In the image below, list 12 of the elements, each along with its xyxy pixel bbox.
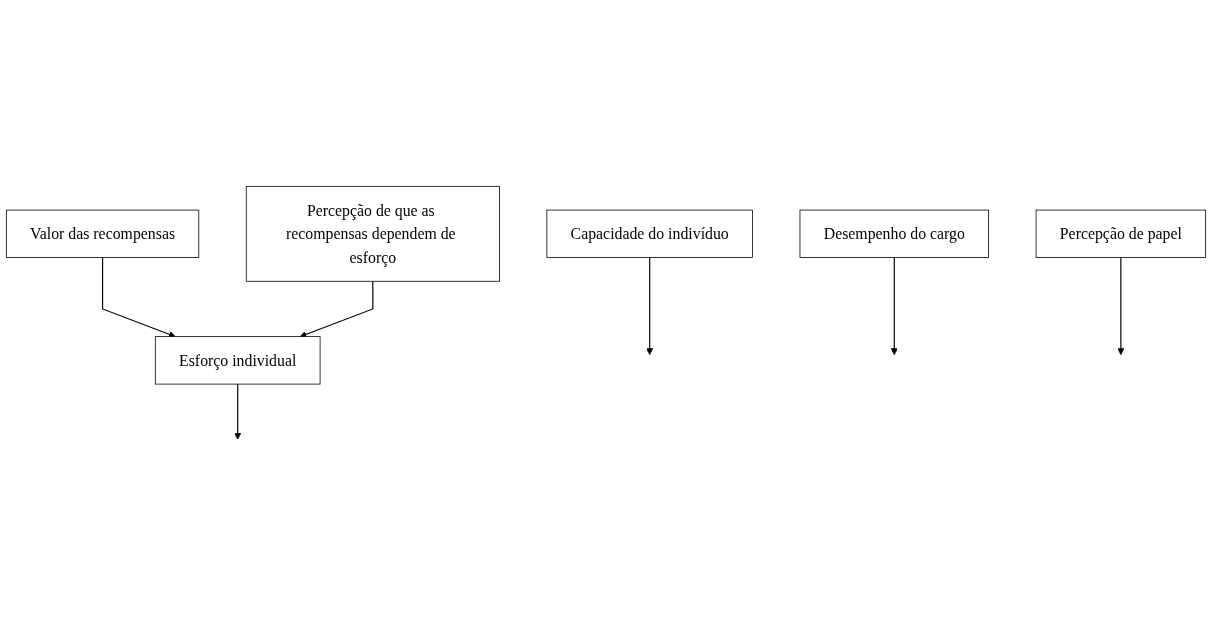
arrow [890, 256, 898, 355]
arrow [299, 280, 374, 338]
text-box: Percepção de papel [1035, 209, 1207, 258]
text-box: Percepção de que as recompensas dependem de esforço [245, 185, 500, 282]
text-box: Capacidade do indivíduo [546, 209, 753, 258]
arrow [101, 256, 176, 338]
arrow [234, 383, 242, 440]
text-box: Desempenho do cargo [799, 209, 989, 258]
arrow [646, 256, 654, 355]
text-box: Valor das recompensas [5, 209, 200, 258]
text-box: Esforço individual [154, 335, 321, 385]
arrow [1117, 256, 1125, 355]
